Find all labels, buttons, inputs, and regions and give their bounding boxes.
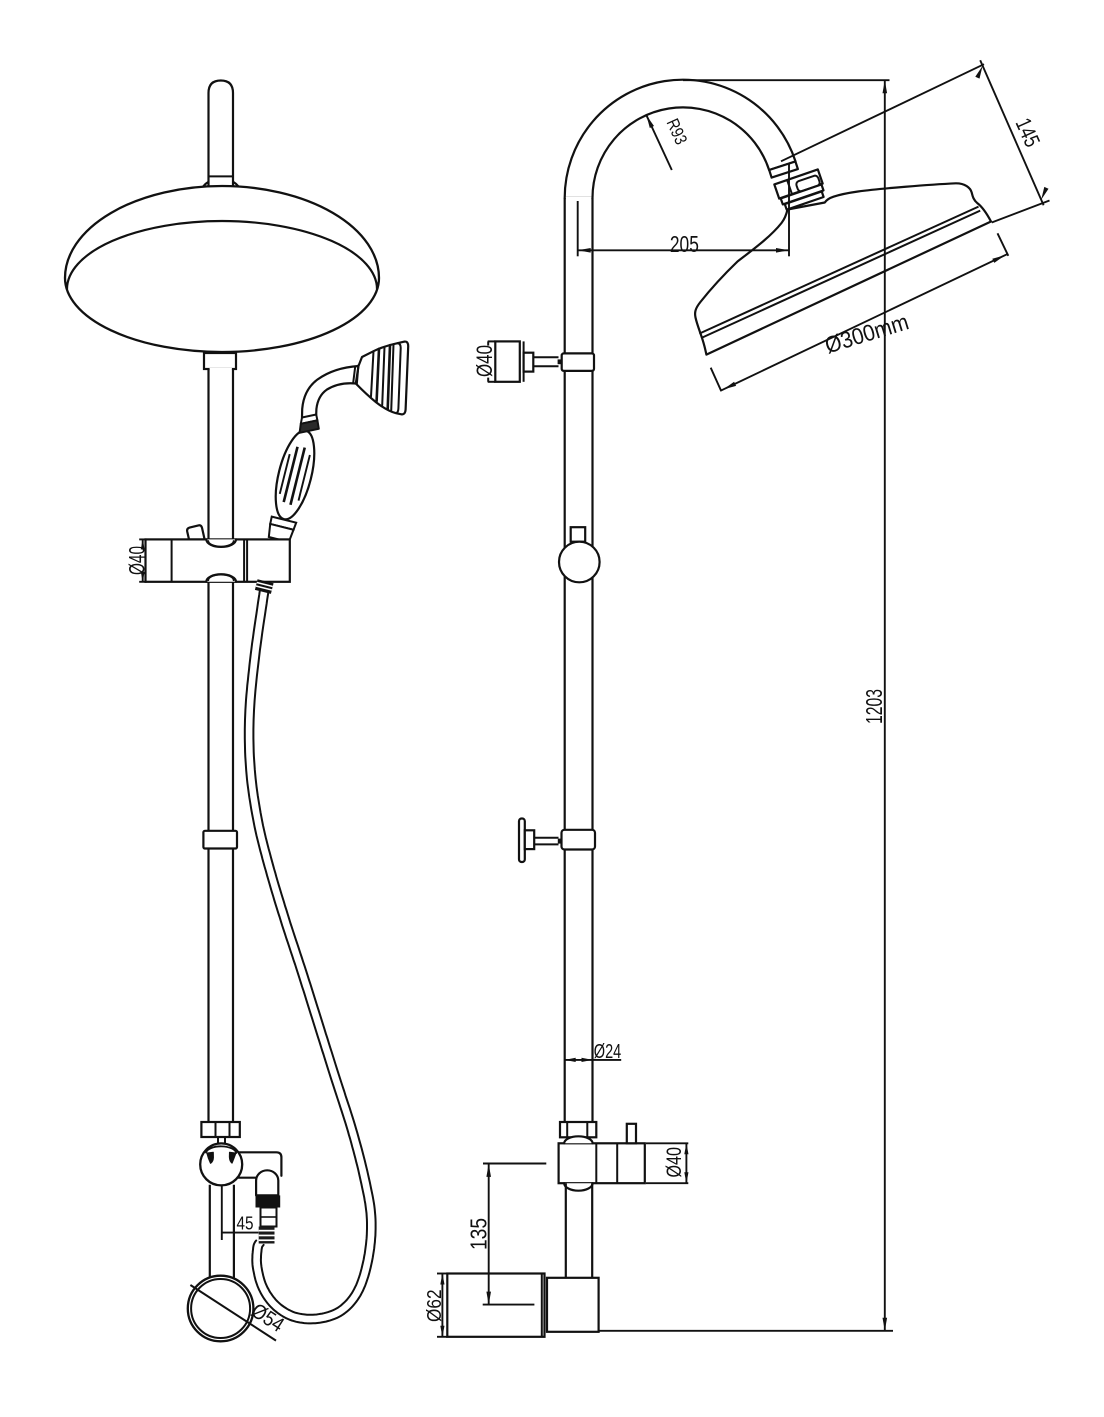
svg-text:Ø40: Ø40 <box>472 345 497 377</box>
svg-text:1203: 1203 <box>861 689 887 724</box>
svg-text:Ø62: Ø62 <box>423 1289 446 1322</box>
svg-text:Ø40: Ø40 <box>662 1147 686 1178</box>
svg-text:45: 45 <box>237 1214 254 1234</box>
svg-text:Ø24: Ø24 <box>594 1040 621 1063</box>
svg-text:135: 135 <box>466 1218 492 1250</box>
svg-text:205: 205 <box>670 231 699 257</box>
svg-text:Ø40: Ø40 <box>124 546 149 575</box>
